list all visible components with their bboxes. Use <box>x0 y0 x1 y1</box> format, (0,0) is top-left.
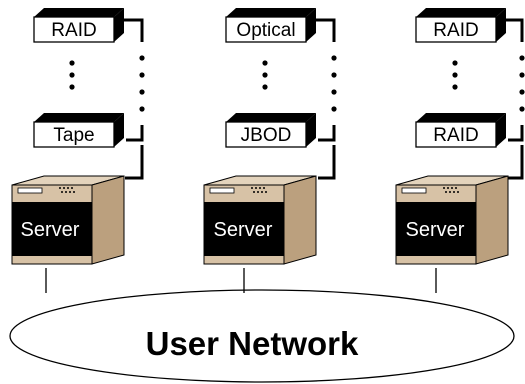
vertical-ellipsis-2 <box>262 60 268 90</box>
server-label-2: Server <box>214 219 273 241</box>
user-network: User Network <box>9 289 515 383</box>
cable-dots-2 <box>331 55 337 112</box>
device-label-tape: Tape <box>53 125 94 146</box>
device-box-raid-1: RAID <box>33 8 124 43</box>
device-box-tape: Tape <box>33 113 124 148</box>
vertical-ellipsis-3 <box>452 60 458 90</box>
device-label-jbod: JBOD <box>241 125 292 146</box>
scsi-chain-cable-1 <box>124 18 144 180</box>
device-box-raid-2: RAID <box>415 8 506 43</box>
device-label-optical: Optical <box>236 20 295 41</box>
server-2: Server <box>203 175 317 265</box>
cable-dots-1 <box>139 55 145 112</box>
device-label-raid-1: RAID <box>51 20 96 41</box>
cable-dots-3 <box>519 55 525 112</box>
server-label-1: Server <box>21 219 80 241</box>
scsi-chain-cable-2 <box>316 18 336 180</box>
column-2: Optical JBOD Server <box>203 8 337 293</box>
device-box-jbod: JBOD <box>225 113 316 148</box>
server-label-3: Server <box>406 219 465 241</box>
device-box-raid-3: RAID <box>415 113 506 148</box>
column-3: RAID RAID Server <box>395 8 525 293</box>
column-1: RAID Tape Server <box>11 8 145 293</box>
scsi-chain-cable-3 <box>506 18 524 180</box>
user-network-label: User Network <box>146 325 359 362</box>
server-3: Server <box>395 175 509 265</box>
device-label-raid-3: RAID <box>433 125 478 146</box>
user-network-ellipse <box>9 289 515 383</box>
server-1: Server <box>11 175 125 265</box>
device-box-optical: Optical <box>225 8 316 43</box>
vertical-ellipsis-1 <box>69 60 75 90</box>
device-label-raid-2: RAID <box>433 20 478 41</box>
